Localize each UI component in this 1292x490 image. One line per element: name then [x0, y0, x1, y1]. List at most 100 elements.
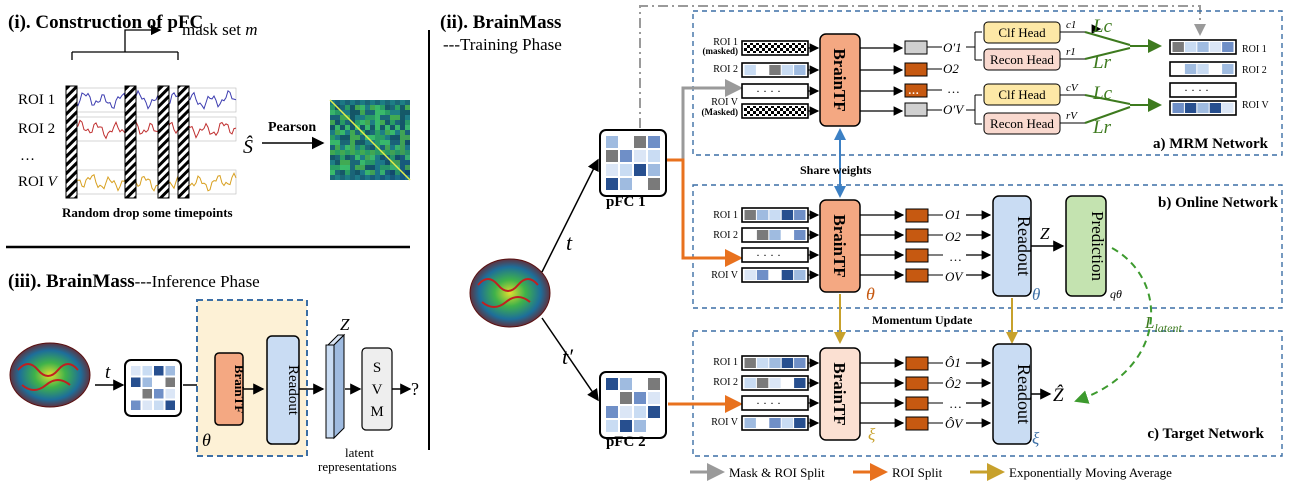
online-output-blocks [905, 208, 943, 283]
timeseries-frame [65, 169, 237, 195]
online-braintf-label: BrainTF [830, 214, 849, 277]
correlation-cell [345, 170, 350, 175]
correlation-cell [395, 130, 400, 135]
latent-vector-front [325, 344, 335, 439]
online-z: Z [1040, 224, 1050, 243]
fc-matrix-cell [648, 136, 660, 148]
correlation-cell [345, 165, 350, 170]
s-hat-label: Ŝ [243, 134, 253, 158]
target-roi-rows: · · · · [741, 355, 809, 431]
correlation-cell [400, 115, 405, 120]
correlation-cell [360, 125, 365, 130]
correlation-cell [370, 170, 375, 175]
online-roi2: ROI 2 [713, 230, 738, 241]
fc-matrix-cell [634, 378, 646, 390]
correlation-cell [355, 120, 360, 125]
correlation-cell [375, 170, 380, 175]
roi-vector-mask [744, 43, 806, 53]
correlation-cell [395, 135, 400, 140]
correlation-cell [350, 115, 355, 120]
lc-label-v: Lc [1092, 83, 1113, 104]
correlation-cell [370, 135, 375, 140]
correlation-cell [330, 145, 335, 150]
correlation-cell [375, 140, 380, 145]
fc-matrix-cell [131, 400, 141, 410]
correlation-cell [375, 165, 380, 170]
correlation-cell [395, 155, 400, 160]
correlation-cell [395, 120, 400, 125]
roi-vector-cell [744, 65, 756, 75]
correlation-cell [330, 125, 335, 130]
fc-matrix-cell [606, 392, 618, 404]
fc-matrix-cell [634, 150, 646, 162]
fc-matrix-cell [142, 377, 152, 387]
correlation-cell [390, 175, 395, 180]
correlation-cell [375, 105, 380, 110]
latent-label-2: representations [318, 459, 397, 474]
section-i-title: (i). Construction of pFC [8, 12, 203, 33]
online-roiv: ROI V [711, 270, 739, 281]
mrm-right-roi2: ROI 2 [1242, 65, 1267, 76]
fc-matrix-cell [634, 164, 646, 176]
target-output-block [905, 356, 929, 371]
pfc2-label: pFC 2 [606, 434, 646, 450]
online-o2: O2 [945, 229, 961, 244]
correlation-cell [340, 140, 345, 145]
correlation-cell [350, 150, 355, 155]
online-theta: θ [866, 284, 875, 304]
correlation-cell [380, 155, 385, 160]
roi-vector-cell [1184, 42, 1197, 52]
correlation-cell [360, 135, 365, 140]
correlation-cell [370, 110, 375, 115]
online-odots: … [949, 249, 962, 264]
correlation-cell [335, 135, 340, 140]
momentum-label: Momentum Update [872, 313, 973, 327]
correlation-cell [355, 170, 360, 175]
correlation-cell [370, 145, 375, 150]
roi-vector-cell [1184, 64, 1197, 74]
roi-vector-cell [781, 65, 794, 75]
correlation-cell [335, 145, 340, 150]
mrm-network-label: a) MRM Network [1153, 136, 1269, 152]
correlation-cell [395, 175, 400, 180]
correlation-cell [355, 100, 360, 105]
mrm-o1: O′1 [943, 40, 962, 55]
correlation-cell [395, 100, 400, 105]
roi-vector-cell [1172, 103, 1184, 113]
correlation-cell [360, 115, 365, 120]
correlation-cell [375, 160, 380, 165]
target-o2: Ô2 [945, 376, 961, 391]
target-output-blocks [905, 356, 943, 431]
correlation-cell [375, 155, 380, 160]
latent-label-1: latent [345, 445, 374, 460]
roi-vector-cell [794, 210, 806, 220]
brain-folds-inference [17, 363, 79, 391]
correlation-cell [380, 115, 385, 120]
correlation-cell [330, 160, 335, 165]
target-output-block [905, 416, 929, 431]
roi-vector-cell [756, 418, 769, 428]
correlation-cell [340, 160, 345, 165]
correlation-cell [375, 130, 380, 135]
share-weights-label: Share weights [800, 163, 872, 177]
target-output-block [905, 376, 929, 391]
correlation-cell [335, 110, 340, 115]
mrm-braintf-label: BrainTF [830, 48, 849, 111]
correlation-cell [345, 125, 350, 130]
fc-matrix-cell [648, 406, 660, 418]
online-readout-label: Readout [1014, 216, 1034, 276]
correlation-cell [340, 150, 345, 155]
correlation-cell [375, 135, 380, 140]
correlation-cell [390, 105, 395, 110]
inference-braintf-label: BrainTF [232, 365, 247, 413]
correlation-cell [365, 130, 370, 135]
mrm-branch-1 [966, 31, 982, 61]
correlation-cell [400, 110, 405, 115]
correlation-cell [370, 150, 375, 155]
correlation-cell [340, 115, 345, 120]
correlation-cell [345, 110, 350, 115]
roi-vector-cell [781, 418, 794, 428]
fc-matrix-cell [165, 366, 175, 376]
correlation-cell [400, 160, 405, 165]
